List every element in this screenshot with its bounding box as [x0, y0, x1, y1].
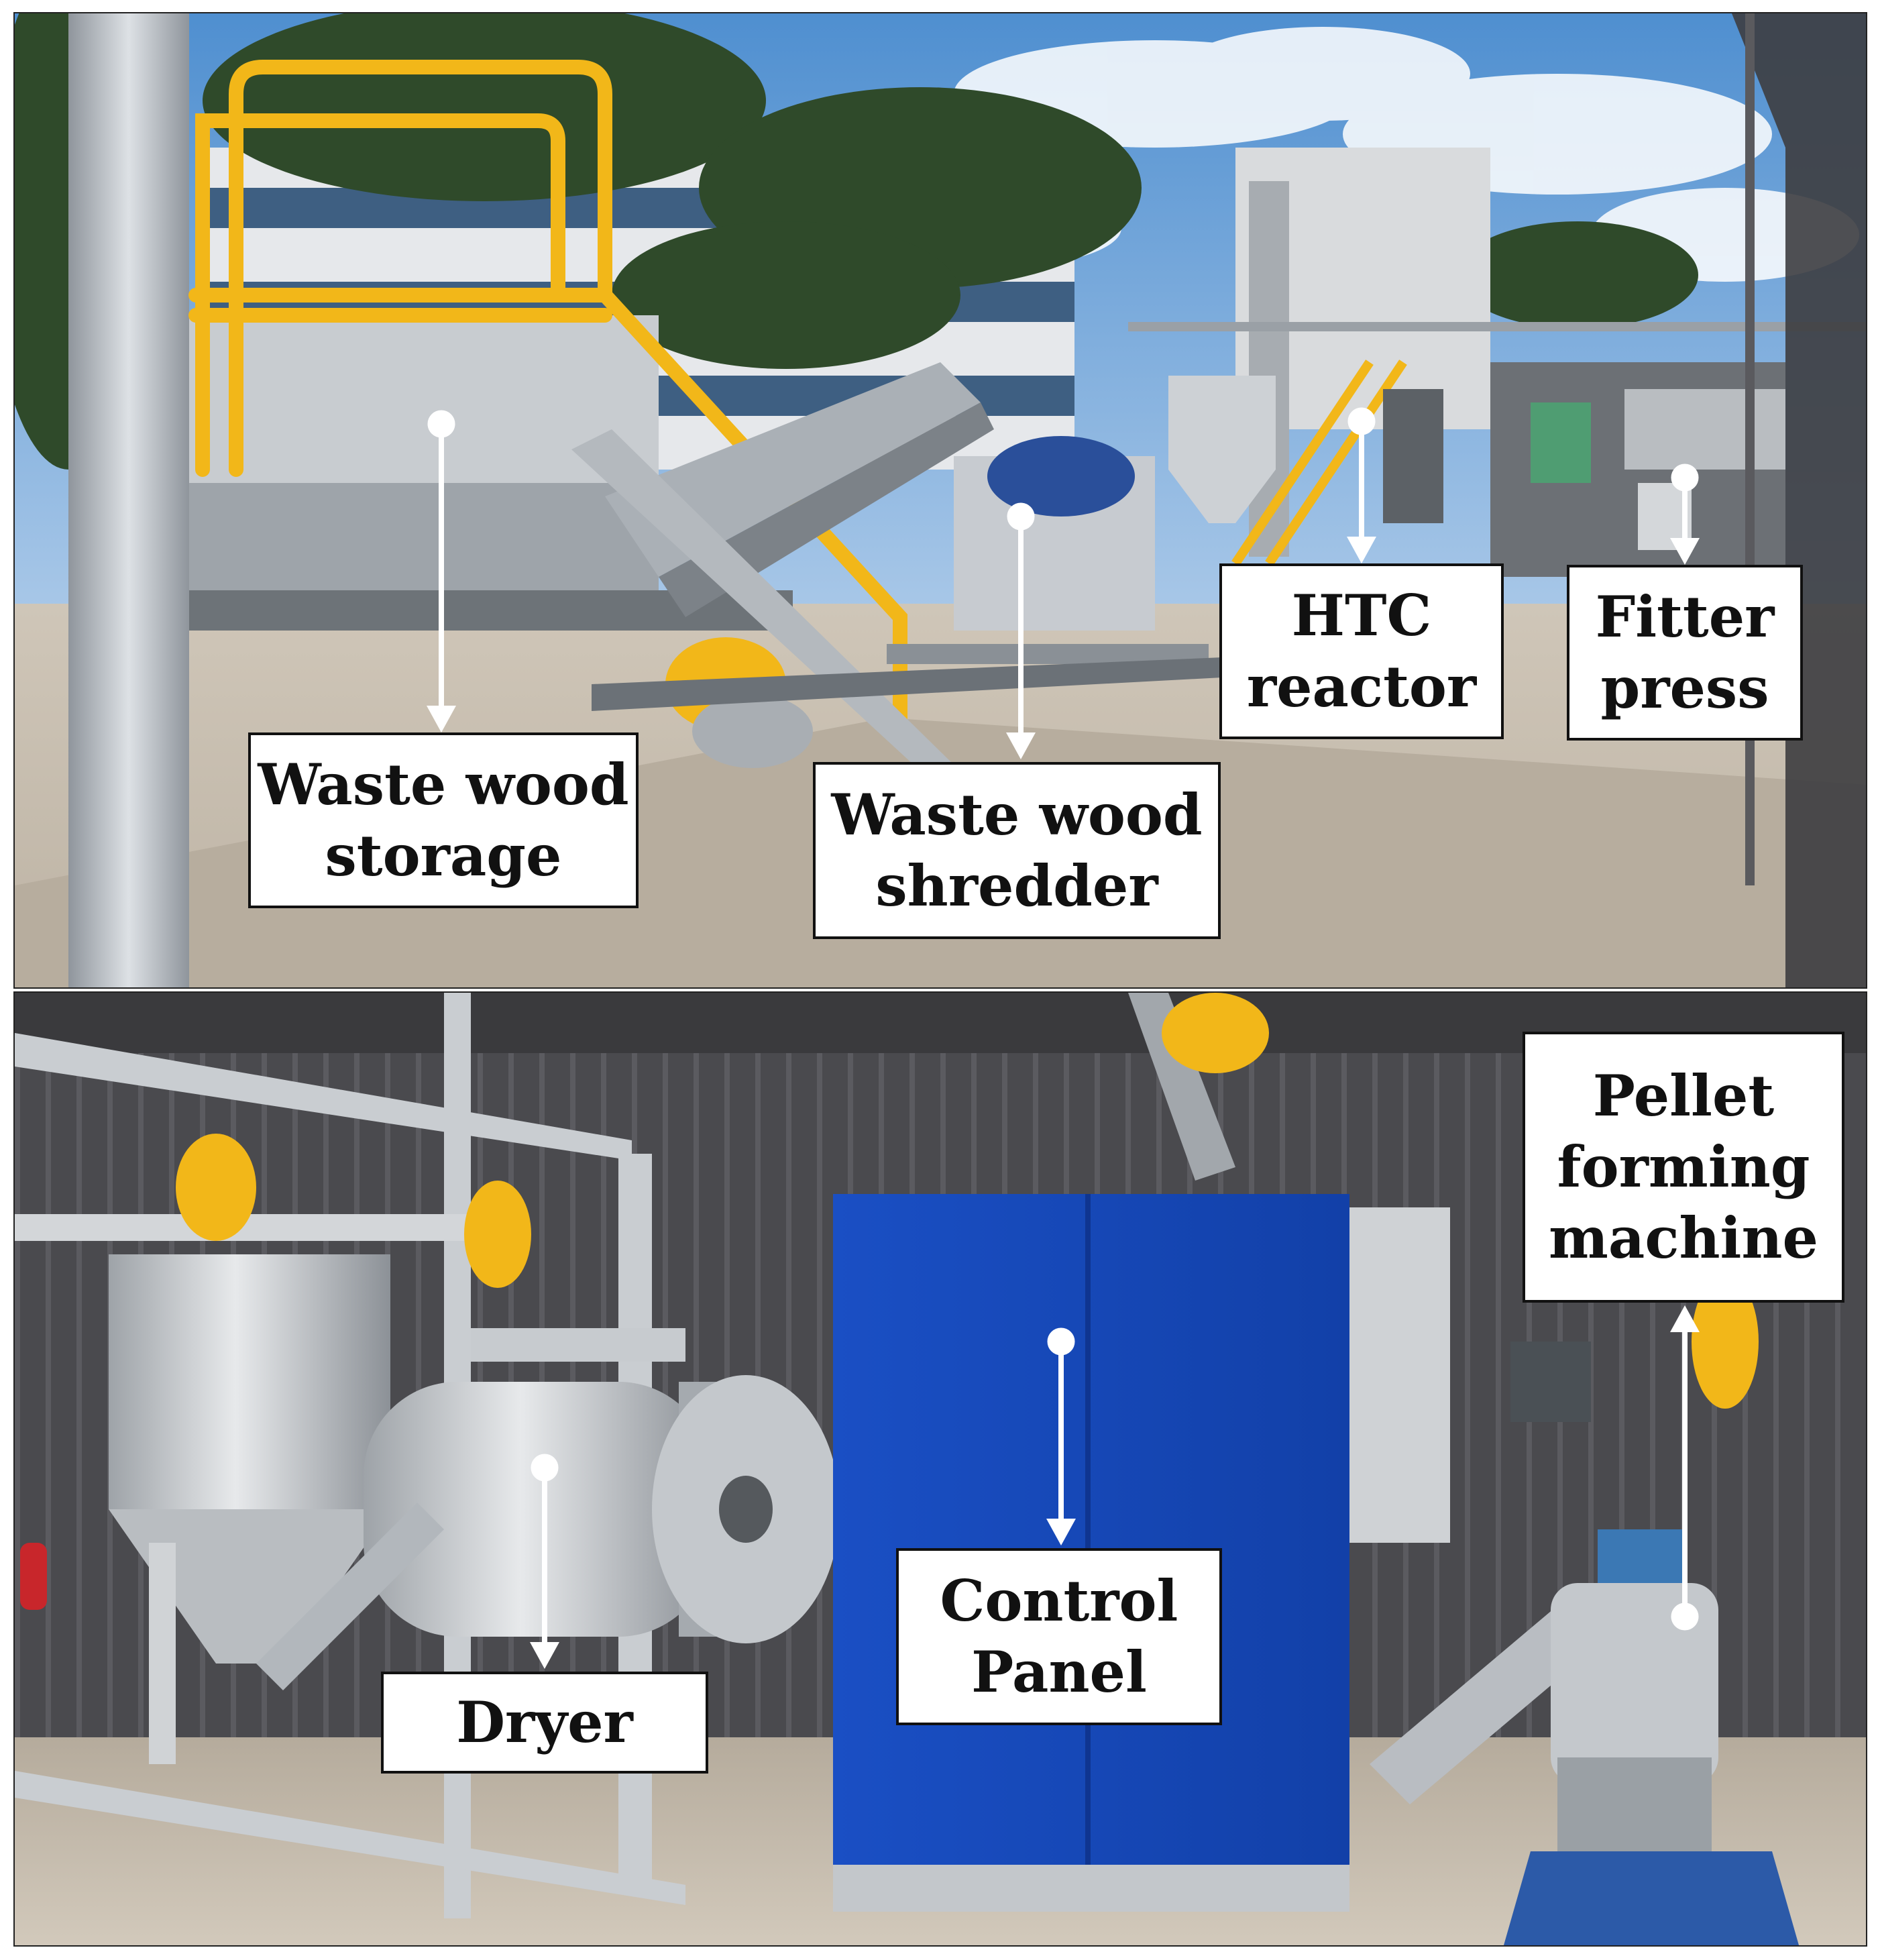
label-waste-wood-storage: Waste wood storage	[248, 732, 639, 908]
dryer-drum	[256, 1181, 840, 1690]
pellet-machine	[1504, 1274, 1799, 1945]
shredder-unit	[665, 436, 1209, 768]
label-pellet-forming-machine: Pellet forming machine	[1523, 1032, 1844, 1303]
label-htc-reactor: HTC reactor	[1219, 563, 1504, 739]
label-fitter-press: Fitter press	[1567, 565, 1803, 741]
control-panel-cabinet	[833, 1194, 1450, 1912]
filter-press-unit	[1490, 362, 1785, 577]
pine-trees	[15, 13, 1698, 470]
label-dryer: Dryer	[381, 1672, 708, 1774]
htc-reactor-structure	[1128, 148, 1866, 566]
label-waste-wood-shredder: Waste wood shredder	[813, 762, 1221, 939]
label-control-panel: Control Panel	[896, 1548, 1222, 1725]
fire-extinguisher	[20, 1543, 47, 1610]
hopper-tank	[15, 1134, 524, 1764]
steel-column	[68, 13, 189, 987]
